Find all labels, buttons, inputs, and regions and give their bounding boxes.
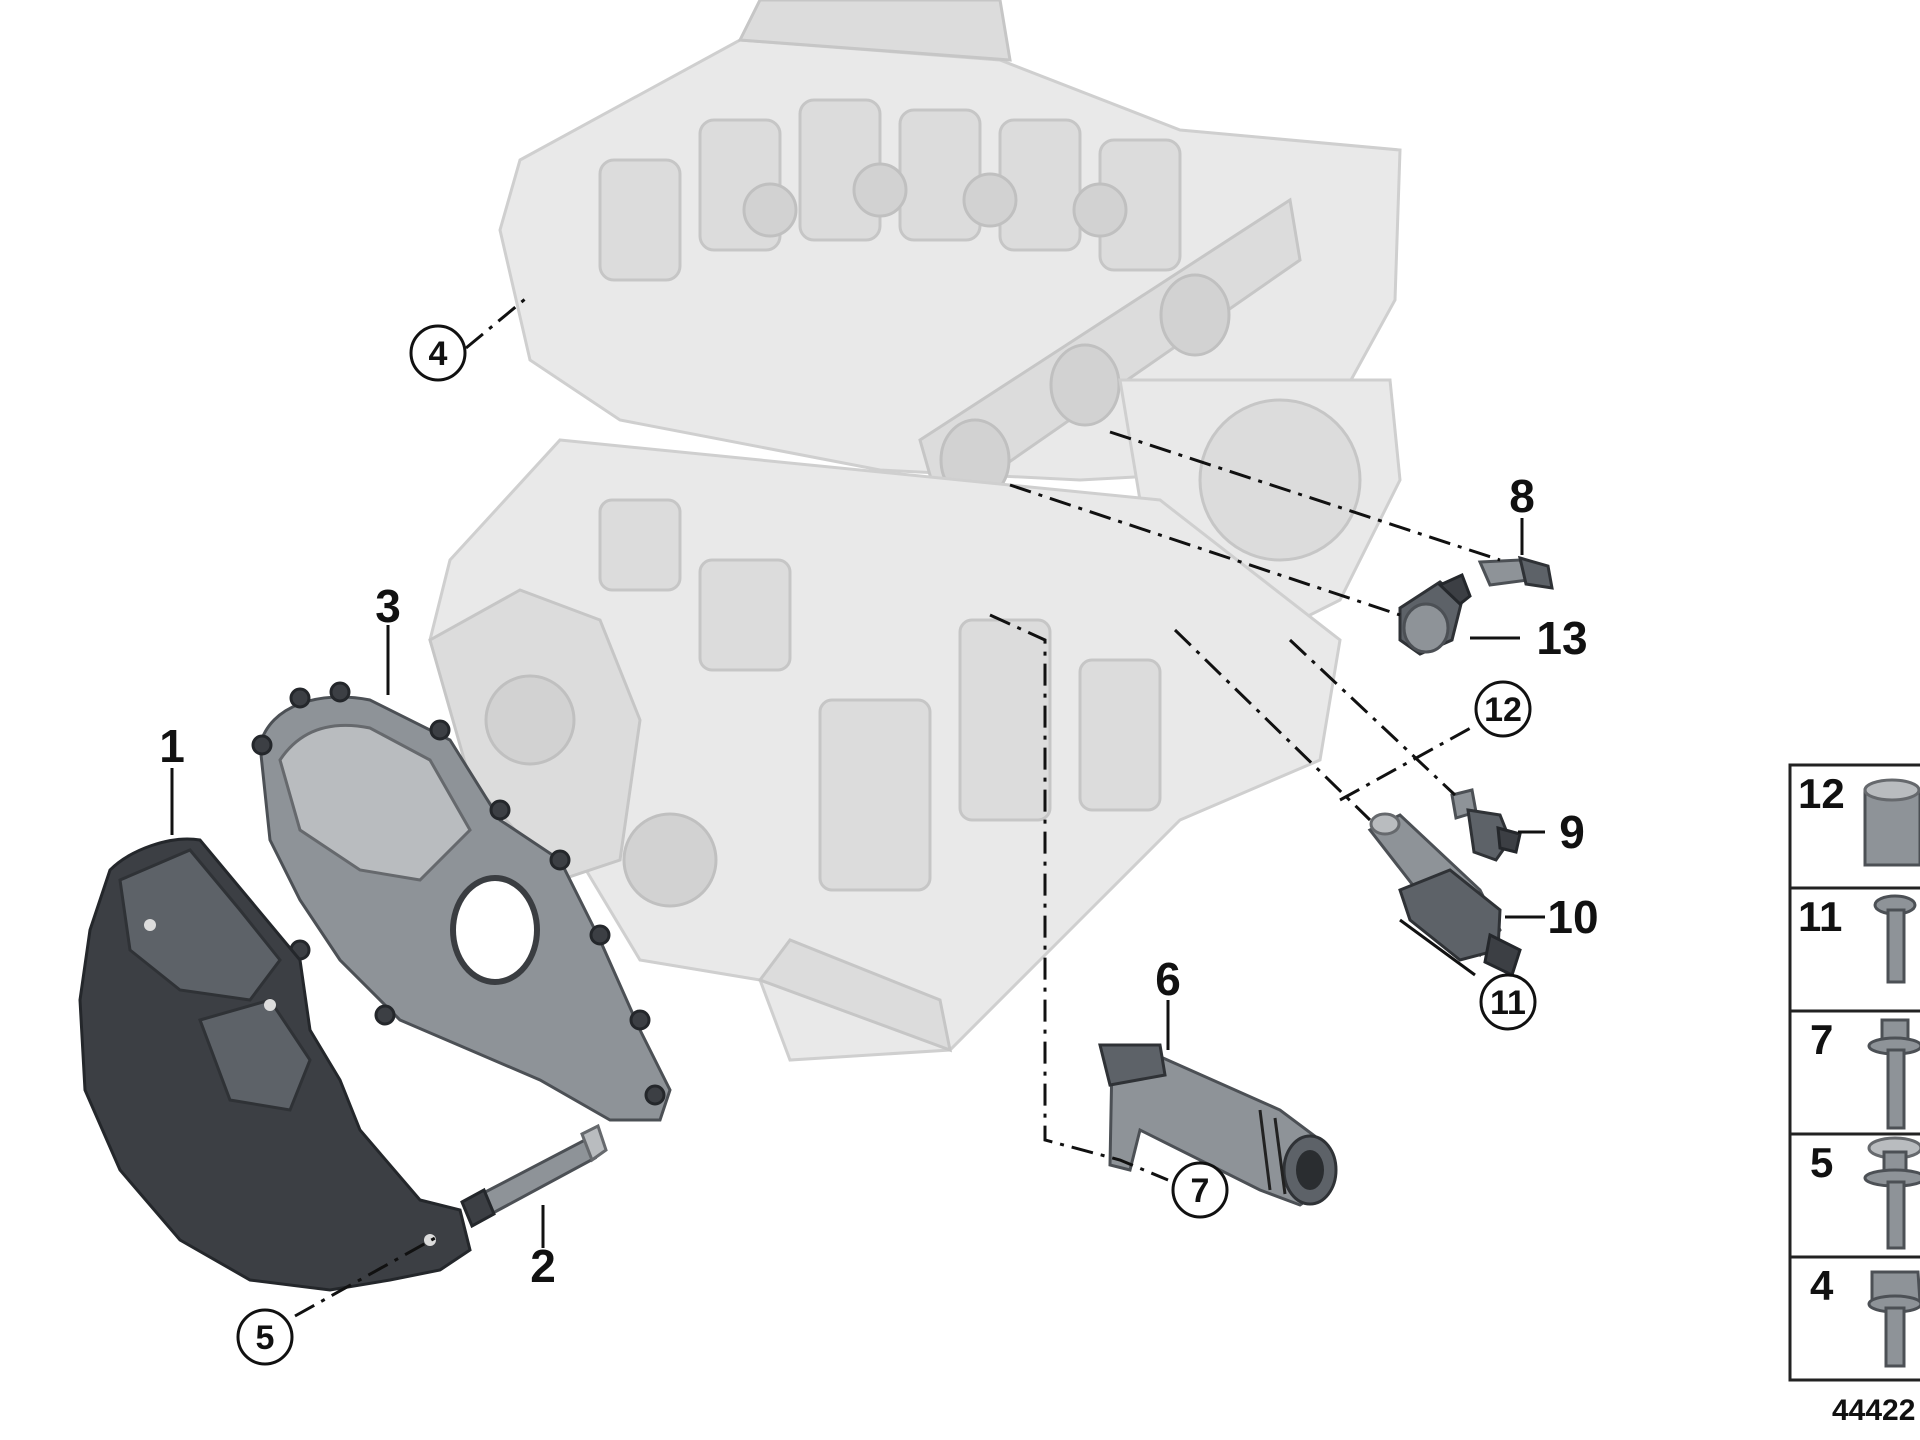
flange-bolt-icon xyxy=(1867,1018,1920,1130)
hex-bolt-icon xyxy=(1867,1270,1920,1368)
diagram-number: 44422 xyxy=(1832,1394,1915,1427)
torx-bolt-icon xyxy=(1873,894,1917,984)
legend-item-4: 4 xyxy=(1810,1262,1834,1309)
engine-block-illustration xyxy=(428,0,1402,1062)
washer-bolt-icon xyxy=(1863,1136,1920,1250)
bolt-part-2 xyxy=(460,1123,608,1229)
callout-6: 6 xyxy=(1155,953,1181,1005)
callout-4-circle: 4 xyxy=(409,324,467,382)
legend-item-5: 5 xyxy=(1810,1139,1833,1186)
callout-5-circle: 5 xyxy=(236,1308,294,1366)
callout-3: 3 xyxy=(375,580,401,632)
callout-4: 4 xyxy=(429,335,448,373)
callout-7-circle: 7 xyxy=(1171,1161,1229,1219)
callout-11: 11 xyxy=(1490,984,1526,1022)
callout-7: 7 xyxy=(1191,1172,1210,1210)
fastener-legend: 12 11 7 5 4 xyxy=(1788,763,1920,1382)
callout-1: 1 xyxy=(159,720,185,772)
callout-5: 5 xyxy=(256,1319,275,1357)
callout-2: 2 xyxy=(530,1240,556,1292)
sensor-part-8 xyxy=(1477,555,1554,590)
legend-item-11: 11 xyxy=(1798,893,1842,940)
callout-12: 12 xyxy=(1484,691,1522,729)
callout-11-circle: 11 xyxy=(1479,973,1537,1031)
legend-item-7: 7 xyxy=(1810,1016,1833,1063)
sleeve-icon xyxy=(1863,778,1920,867)
legend-item-12: 12 xyxy=(1798,770,1845,817)
valve-part-10 xyxy=(1367,812,1522,978)
callout-12-circle: 12 xyxy=(1474,680,1532,738)
timing-case-cover-part-3 xyxy=(251,681,672,1122)
callout-10: 10 xyxy=(1547,891,1598,943)
knock-sensor-part-13 xyxy=(1398,572,1472,656)
callout-13: 13 xyxy=(1536,612,1587,664)
callout-labels: 1 2 3 6 8 13 9 10 4 5 7 11 12 xyxy=(159,324,1599,1366)
leader-lines xyxy=(170,293,1545,1318)
cover-shield-part-1 xyxy=(78,837,472,1292)
callout-9: 9 xyxy=(1559,806,1585,858)
sensor-part-9 xyxy=(1450,788,1522,862)
coolant-pipe-part-6 xyxy=(1098,1043,1338,1207)
callout-8: 8 xyxy=(1509,470,1535,522)
